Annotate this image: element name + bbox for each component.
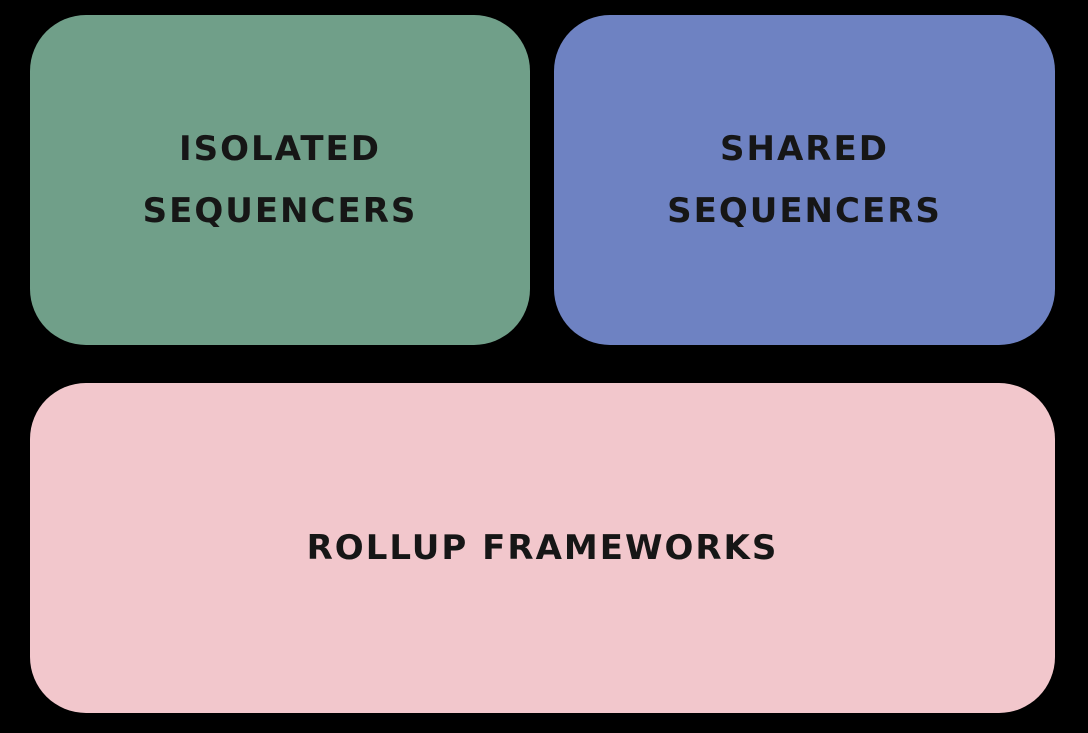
isolated-sequencers-label-line2: SEQUENCERS (142, 191, 418, 231)
shared-sequencers-block: SHARED SEQUENCERS (554, 15, 1055, 345)
shared-sequencers-label-line2: SEQUENCERS (667, 191, 942, 231)
rollup-frameworks-label: ROLLUP FRAMEWORKS (307, 517, 779, 579)
isolated-sequencers-block: ISOLATED SEQUENCERS (30, 15, 530, 345)
isolated-sequencers-label-line1: ISOLATED (178, 129, 381, 169)
shared-sequencers-label-line1: SHARED (720, 129, 889, 169)
isolated-sequencers-label: ISOLATED SEQUENCERS (143, 118, 418, 242)
rollup-frameworks-label-text: ROLLUP FRAMEWORKS (306, 528, 779, 568)
rollup-frameworks-block: ROLLUP FRAMEWORKS (30, 383, 1055, 713)
shared-sequencers-label: SHARED SEQUENCERS (667, 118, 942, 242)
